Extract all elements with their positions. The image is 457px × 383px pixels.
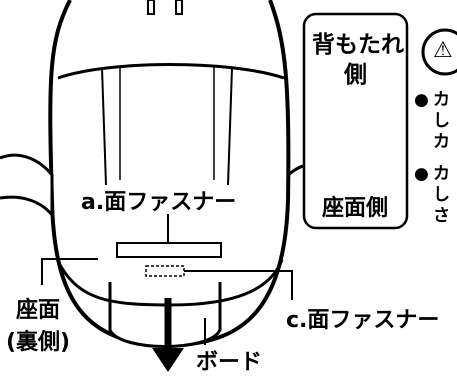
bullet-text-6: さ — [433, 206, 450, 226]
seat-label-line1: 座面 — [16, 298, 61, 323]
bullet-text-2: し — [433, 111, 450, 131]
panel-line-left — [101, 67, 107, 186]
panel-line-right — [227, 67, 233, 186]
backrest-label-line2: 側 — [344, 62, 367, 88]
bullet-marker-1: ● — [414, 90, 429, 110]
top-tab-right — [175, 0, 183, 15]
fastener-c-label: c.面ファスナー — [286, 308, 440, 333]
bullet-text-5: し — [433, 185, 450, 205]
bullet-text-3: カ — [433, 132, 450, 152]
fastener-c-leader — [184, 270, 293, 300]
board-label: ボード — [196, 350, 263, 375]
side-panel-box — [302, 12, 409, 230]
fastener-a-label: a.面ファスナー — [78, 192, 240, 214]
backrest-label-line1: 背もたれ — [312, 32, 404, 58]
top-tab-left — [147, 0, 155, 15]
fastener-a-strip — [116, 242, 222, 258]
note-circle — [421, 28, 457, 76]
down-arrow-head — [152, 348, 184, 372]
seat-front-edge — [57, 63, 285, 80]
seat-side-label: 座面側 — [322, 196, 389, 221]
seat-leader — [41, 258, 98, 285]
fastener-c-dashed — [145, 265, 185, 277]
left-wing — [0, 153, 54, 220]
seat-label-line2: (裏側) — [6, 330, 71, 355]
caution-icon: ⚠ — [433, 38, 453, 63]
bullet-text-1: カ — [433, 90, 450, 110]
bullet-text-4: カ — [433, 164, 450, 184]
bullet-marker-2: ● — [414, 164, 429, 184]
